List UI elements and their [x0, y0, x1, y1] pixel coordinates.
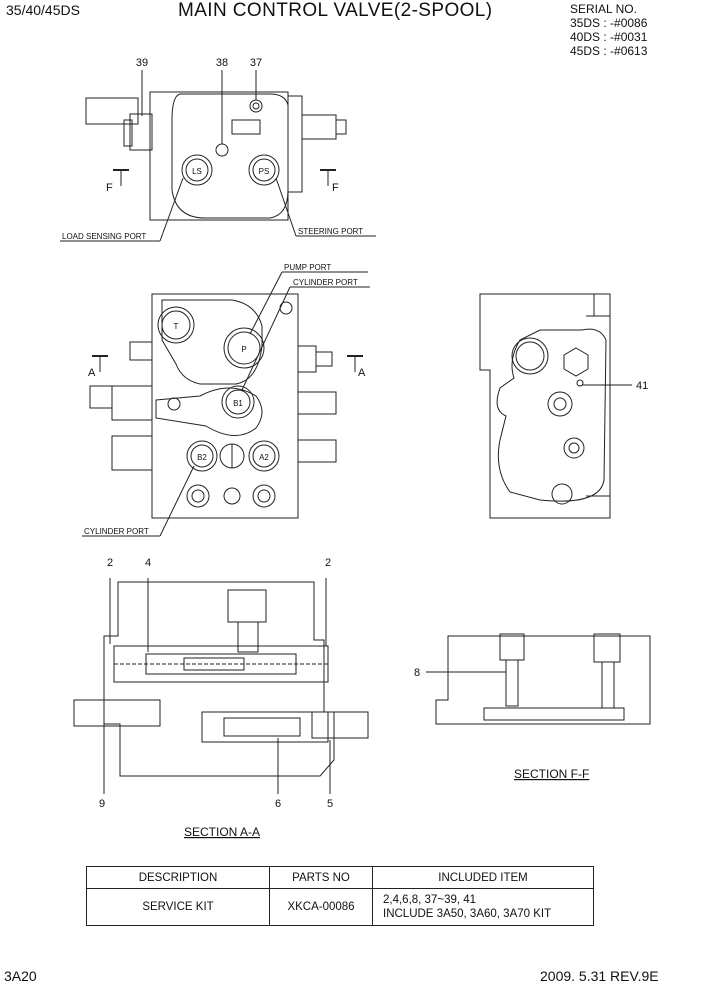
revision-date: 2009. 5.31 REV.9E	[540, 968, 659, 984]
section-ff-title: SECTION F-F	[514, 767, 589, 781]
cylinder-port-bottom-label: CYLINDER PORT	[84, 527, 149, 536]
section-mark-f-left: F	[106, 182, 113, 194]
section-ff-plug-right	[593, 633, 621, 663]
model-code: 35/40/45DS	[6, 2, 80, 18]
top-right-plate	[287, 95, 303, 193]
t-port-circle	[157, 306, 195, 344]
section-aa: 2 4 2 9 6 5 SECTION A-A	[73, 557, 369, 839]
front-view-upper-outline	[161, 299, 263, 385]
load-sensing-port-label: LOAD SENSING PORT	[62, 232, 146, 241]
callout-2-left: 2	[107, 557, 113, 569]
a2-port-circle	[248, 440, 280, 472]
cell-included-item: 2,4,6,8, 37~39, 41 INCLUDE 3A50, 3A60, 3…	[372, 888, 594, 926]
side-view-port-1	[511, 337, 549, 375]
b1-port-label: B1	[233, 399, 243, 408]
section-aa-body	[103, 581, 335, 777]
callout-41: 41	[636, 380, 648, 392]
front-right-low-fitting	[297, 439, 337, 463]
front-view-b1-outline	[155, 387, 263, 436]
callout-4: 4	[145, 557, 151, 569]
top-view-body	[149, 91, 289, 221]
front-left-upper-fitting	[111, 385, 153, 421]
a2-port-label: A2	[259, 453, 269, 462]
callout-9: 9	[99, 798, 105, 810]
callout-2-right: 2	[325, 557, 331, 569]
p-port-label: P	[241, 345, 246, 354]
top-left-fitting	[85, 97, 139, 125]
side-view: 41	[479, 293, 648, 519]
header-included-item: INCLUDED ITEM	[372, 866, 594, 889]
page-code: 3A20	[4, 968, 37, 984]
section-mark-f-right: F	[332, 182, 339, 194]
cylinder-port-top-label: CYLINDER PORT	[293, 278, 358, 287]
serial-heading: SERIAL NO.	[570, 2, 637, 16]
cell-description: SERVICE KIT	[86, 888, 270, 926]
top-right-fitting-tip	[335, 119, 347, 135]
section-ff: 8 SECTION F-F	[414, 633, 651, 781]
top-view: LS PS 39 38 37 F F LOAD SENSING PORT STE…	[60, 57, 376, 242]
top-left-fitting-2	[129, 113, 153, 151]
parts-table-header-row: DESCRIPTION PARTS NO INCLUDED ITEM	[86, 866, 594, 889]
b2-port-circle	[186, 440, 218, 472]
top-view-inner-outline	[171, 93, 289, 219]
top-view-plug-37	[249, 99, 263, 113]
front-right-fitting	[297, 345, 317, 373]
pump-port-label: PUMP PORT	[284, 263, 331, 272]
serial-line-40ds: 40DS : -#0031	[570, 30, 648, 44]
callout-37: 37	[250, 57, 262, 69]
header-parts-no: PARTS NO	[269, 866, 373, 889]
serial-line-45ds: 45DS : -#0613	[570, 44, 648, 58]
front-left-lower-fitting	[111, 435, 153, 471]
table-row: SERVICE KIT XKCA-00086 2,4,6,8, 37~39, 4…	[86, 888, 594, 926]
section-aa-title: SECTION A-A	[184, 825, 260, 839]
section-ff-plug-left	[499, 633, 525, 661]
front-view: T P B1 B2 A2 PUMP PORT CYLINDER PORT CYL…	[82, 263, 370, 537]
front-right-mid-fitting	[297, 391, 337, 415]
callout-38: 38	[216, 57, 228, 69]
serial-block: SERIAL NO. 35DS : -#0086 40DS : -#0031 4…	[570, 2, 647, 58]
t-port-label: T	[174, 322, 179, 331]
p-port-circle	[223, 327, 265, 369]
page-title: MAIN CONTROL VALVE(2-SPOOL)	[178, 0, 493, 21]
callout-6: 6	[275, 798, 281, 810]
b2-port-label: B2	[197, 453, 207, 462]
ls-port-circle	[181, 154, 213, 186]
side-view-body	[479, 293, 611, 519]
included-line-2: INCLUDE 3A50, 3A60, 3A70 KIT	[383, 908, 552, 920]
header-description: DESCRIPTION	[86, 866, 270, 889]
section-aa-lower-spool	[201, 711, 329, 743]
section-aa-left-cap	[73, 699, 161, 727]
section-mark-a-right: A	[358, 367, 366, 379]
top-view-plate	[231, 119, 261, 135]
top-right-fitting	[301, 114, 337, 140]
parts-table: DESCRIPTION PARTS NO INCLUDED ITEM SERVI…	[86, 866, 594, 926]
callout-8: 8	[414, 667, 420, 679]
steering-port-label: STEERING PORT	[298, 227, 363, 236]
section-mark-a-left: A	[88, 367, 96, 379]
section-aa-top-plug	[227, 589, 267, 623]
side-view-hex-plug	[563, 347, 589, 377]
callout-5: 5	[327, 798, 333, 810]
ps-port-label: PS	[259, 167, 270, 176]
included-line-1: 2,4,6,8, 37~39, 41	[383, 894, 477, 906]
b1-port-circle	[221, 385, 255, 419]
cell-parts-no: XKCA-00086	[269, 888, 373, 926]
side-view-inner-outline	[496, 328, 607, 502]
callout-39: 39	[136, 57, 148, 69]
ls-port-label: LS	[192, 167, 202, 176]
section-aa-right-cap	[311, 711, 369, 739]
top-left-nut	[123, 119, 133, 147]
section-ff-body	[435, 635, 651, 725]
top-view-plug-38	[215, 143, 229, 157]
ps-port-circle	[248, 154, 280, 186]
serial-line-35ds: 35DS : -#0086	[570, 16, 648, 30]
